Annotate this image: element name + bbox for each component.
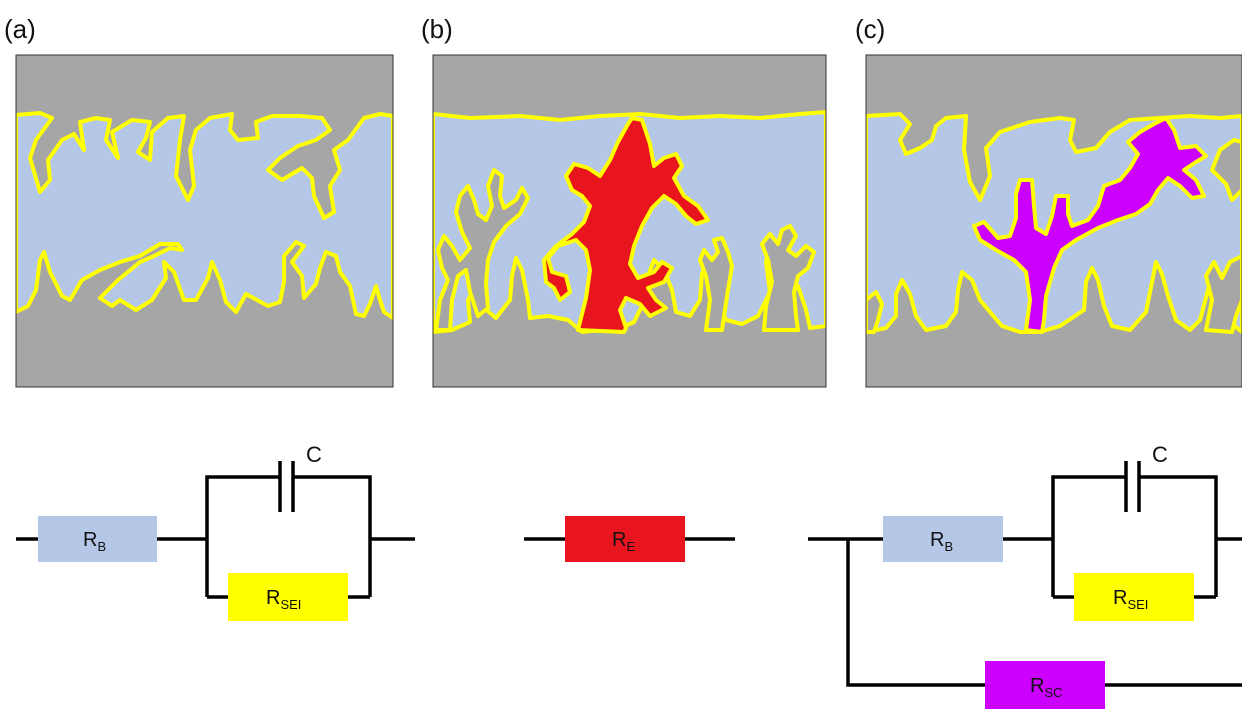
circuit-b-re-resistor — [565, 516, 685, 562]
circuit-a-rsei-resistor — [228, 573, 348, 621]
panel-b-schematic — [433, 55, 826, 387]
circuit-a-rb-label: RB — [83, 529, 106, 554]
panel-b-frame — [432, 54, 827, 388]
circuit-c-capacitor-label: C — [1152, 442, 1168, 467]
circuit-c-rsei-label: RSEI — [1113, 587, 1148, 612]
panel-b-dendrite-mid — [698, 236, 734, 332]
panel-c-dendrite-left — [866, 290, 884, 334]
circuit-b: RE — [524, 516, 735, 562]
panel-label-c: (c) — [855, 14, 885, 44]
circuit-b-re-label: RE — [612, 529, 635, 554]
circuit-a-rsei-label: RSEI — [266, 587, 301, 612]
circuit-c: RB C RSEI RSC — [808, 442, 1242, 709]
panel-a-electrolyte — [16, 111, 393, 320]
circuit-c-rsc-resistor — [985, 661, 1105, 709]
circuit-c-rb-label: RB — [930, 529, 953, 554]
panel-c-short-circuit-dendrite — [972, 116, 1208, 334]
circuit-a-capacitor-label: C — [306, 442, 322, 467]
circuit-a-rb-resistor — [38, 516, 157, 562]
panel-label-b: (b) — [421, 14, 453, 44]
circuit-c-rsc-label: RSC — [1030, 675, 1063, 700]
panel-c-frame — [865, 54, 1242, 388]
panel-c-dendrite-top — [1210, 138, 1242, 202]
panel-b-dendrite-left — [434, 168, 530, 332]
circuit-c-rsei-resistor — [1074, 573, 1194, 621]
panel-c-schematic — [866, 55, 1242, 387]
panel-b-lithium-dendrite — [542, 116, 710, 334]
panel-a-schematic — [16, 55, 393, 387]
circuit-c-rb-resistor — [883, 516, 1003, 562]
circuit-a: RB C RSEI — [16, 442, 415, 621]
panel-c-dendrite-right — [1204, 254, 1242, 334]
panel-label-a: (a) — [4, 14, 36, 44]
panel-a-frame — [15, 54, 394, 388]
panel-b-dendrite-right — [760, 224, 816, 332]
